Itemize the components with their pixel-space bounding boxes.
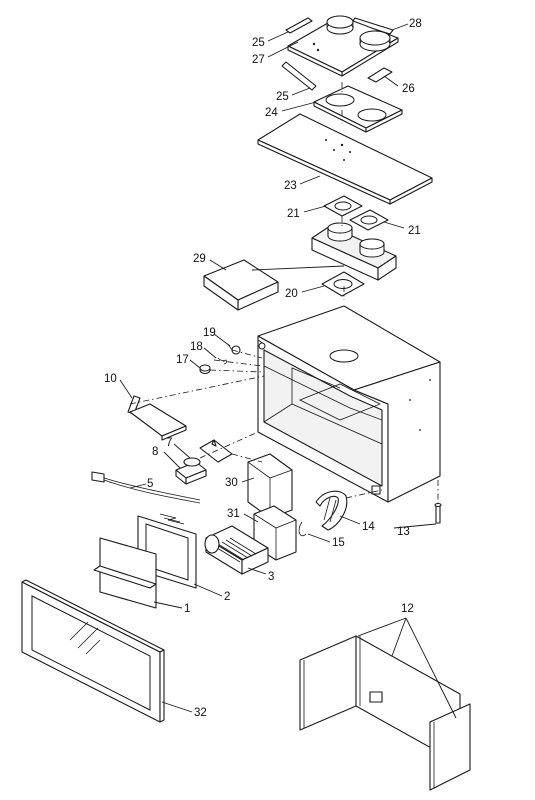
part-13-pin (434, 502, 442, 524)
part-25-lower-trim (281, 61, 317, 91)
part-3-blower (204, 525, 269, 575)
part-26-trim (367, 67, 393, 83)
callout-20: 20 (285, 288, 298, 300)
callout-8: 8 (152, 446, 158, 458)
callout-7: 7 (166, 437, 172, 449)
callout-3: 3 (268, 571, 274, 583)
callout-12: 12 (401, 603, 414, 615)
callout-32: 32 (194, 707, 207, 719)
callout-5: 5 (147, 478, 153, 490)
part-15-clip (298, 521, 307, 537)
part-10-bracket (127, 395, 187, 441)
part-12-surround-panels (299, 635, 471, 791)
callout-14: 14 (362, 521, 375, 533)
callout-23: 23 (284, 180, 297, 192)
callout-24: 24 (265, 107, 278, 119)
part-5-power-cord (91, 471, 201, 504)
part-17-bushing (199, 364, 211, 375)
callout-26: 26 (402, 83, 415, 95)
part-18-clip (217, 357, 228, 365)
part-32-glass-door (21, 579, 165, 723)
callout-10: 10 (104, 373, 117, 385)
callout-15: 15 (332, 537, 345, 549)
part-21-gasket-left (323, 195, 363, 217)
callout-31: 31 (227, 508, 240, 520)
callout-21-left: 21 (287, 208, 300, 220)
callout-27: 27 (252, 54, 265, 66)
callout-25-mid: 25 (276, 91, 289, 103)
part-20-gasket (321, 271, 365, 297)
part-29-baffle (203, 259, 279, 311)
flue-adapter-box (311, 222, 397, 281)
callout-25-top: 25 (252, 37, 265, 49)
callout-13: 13 (397, 526, 410, 538)
part-1-panel (93, 537, 157, 609)
callout-29: 29 (193, 253, 206, 265)
firebox-assembly (257, 305, 441, 503)
callout-2: 2 (224, 591, 230, 603)
part-25-top-trim (285, 17, 313, 34)
callout-1: 1 (184, 603, 190, 615)
part-8-motor (175, 457, 207, 485)
callout-labels: 25 27 28 25 26 24 23 21 21 29 20 19 18 1… (104, 18, 422, 719)
part-14-fan-shroud (315, 490, 348, 531)
callout-30: 30 (225, 477, 238, 489)
part-21-gasket-right (349, 209, 389, 231)
part-27-top-plate (287, 15, 399, 77)
callout-28: 28 (409, 18, 422, 30)
assembly-guide-lines (129, 82, 439, 504)
callout-17: 17 (176, 354, 189, 366)
wire-harness (159, 513, 185, 525)
callout-21-right: 21 (408, 225, 421, 237)
part-24-flue-plate (313, 85, 403, 133)
leader-lines (119, 23, 457, 719)
part-23-top-panel (257, 113, 433, 205)
callout-19: 19 (203, 327, 216, 339)
part-30-panel (247, 453, 293, 519)
callout-18: 18 (190, 341, 203, 353)
